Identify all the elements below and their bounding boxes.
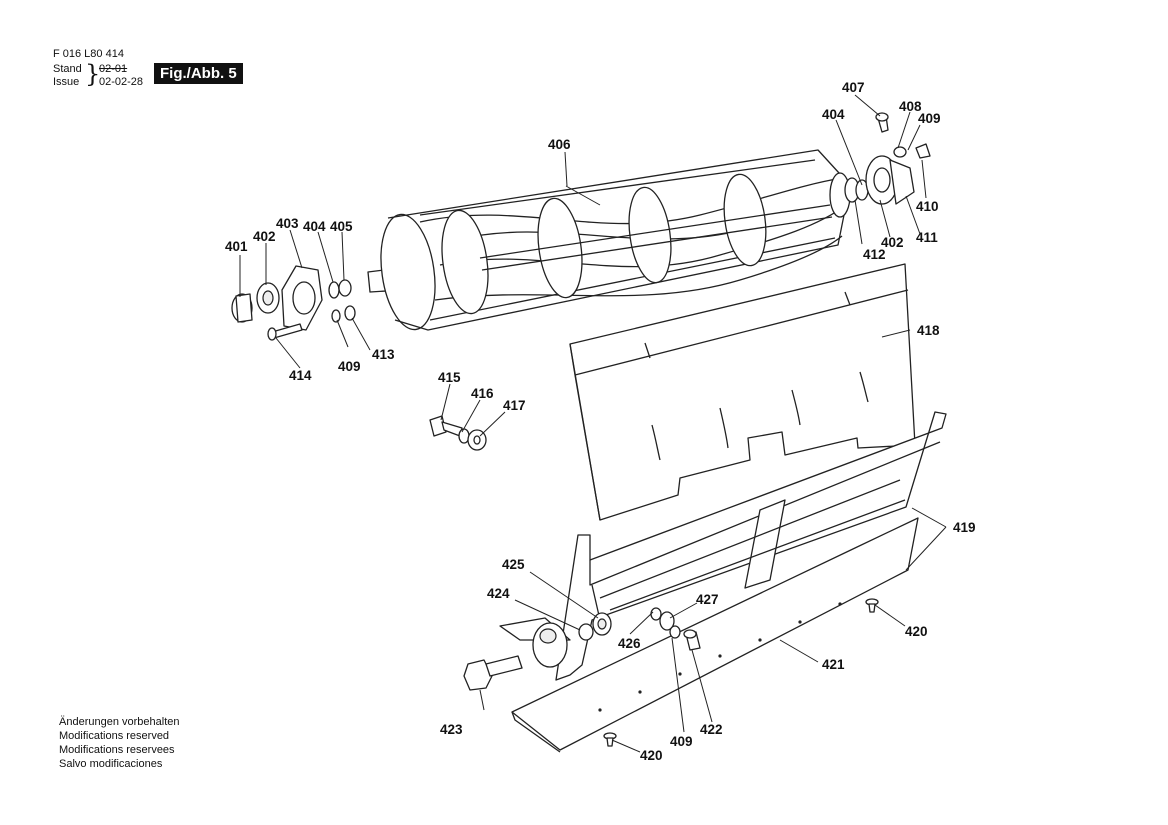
part-label-412: 412	[863, 247, 886, 262]
part-label-406: 406	[548, 137, 571, 152]
part-label-410: 410	[916, 199, 939, 214]
adjuster-parts	[578, 607, 701, 651]
brace-icon: }	[85, 60, 101, 88]
bolt	[463, 655, 523, 691]
stand-date: 02-01	[99, 63, 128, 75]
document-number: F 016 L80 414	[53, 48, 124, 60]
part-label-404: 404	[303, 219, 326, 234]
part-label-409: 409	[670, 734, 693, 749]
leader-lines	[239, 94, 947, 753]
part-labels: 401 402 403 404 405 406 407 404 408 409 …	[225, 80, 976, 763]
part-label-409: 409	[918, 111, 941, 126]
issue-label: Issue	[53, 76, 80, 88]
part-label-424: 424	[487, 586, 510, 601]
part-label-423: 423	[440, 722, 463, 737]
part-label-405: 405	[330, 219, 353, 234]
part-label-411: 411	[916, 230, 938, 245]
part-label-414: 414	[289, 368, 312, 383]
footer-line-es: Salvo modificaciones	[59, 758, 163, 770]
bolt-washer-set	[429, 415, 487, 451]
part-label-420: 420	[640, 748, 663, 763]
part-label-402: 402	[881, 235, 904, 250]
footer-line-de: Änderungen vorbehalten	[59, 716, 180, 728]
part-label-421: 421	[822, 657, 845, 672]
part-label-415: 415	[438, 370, 461, 385]
part-label-402: 402	[253, 229, 276, 244]
part-label-408: 408	[899, 99, 922, 114]
part-label-416: 416	[471, 386, 494, 401]
issue-date: 02-02-28	[99, 76, 144, 88]
shield-plate	[569, 263, 916, 521]
cutting-cylinder	[367, 149, 860, 331]
part-label-417: 417	[503, 398, 526, 413]
footer-line-fr: Modifications reservees	[59, 744, 175, 756]
stand-label: Stand	[53, 63, 82, 75]
left-bearing-assembly	[231, 265, 356, 341]
right-bearing-assembly	[855, 112, 931, 205]
bottom-blade	[511, 517, 919, 753]
part-label-403: 403	[276, 216, 299, 231]
part-label-425: 425	[502, 557, 525, 572]
bottom-blade-frame	[499, 411, 947, 681]
part-label-426: 426	[618, 636, 641, 651]
part-label-404: 404	[822, 107, 845, 122]
screws	[603, 598, 879, 747]
figure-badge: Fig./Abb. 5	[154, 63, 243, 84]
part-label-413: 413	[372, 347, 395, 362]
part-label-409: 409	[338, 359, 361, 374]
part-label-420: 420	[905, 624, 928, 639]
part-label-418: 418	[917, 323, 940, 338]
part-label-419: 419	[953, 520, 976, 535]
part-label-407: 407	[842, 80, 865, 95]
part-label-427: 427	[696, 592, 719, 607]
part-label-422: 422	[700, 722, 723, 737]
footer-line-en: Modifications reserved	[59, 730, 170, 742]
part-label-401: 401	[225, 239, 248, 254]
footer-notice: Änderungen vorbehalten Modifications res…	[59, 715, 179, 771]
